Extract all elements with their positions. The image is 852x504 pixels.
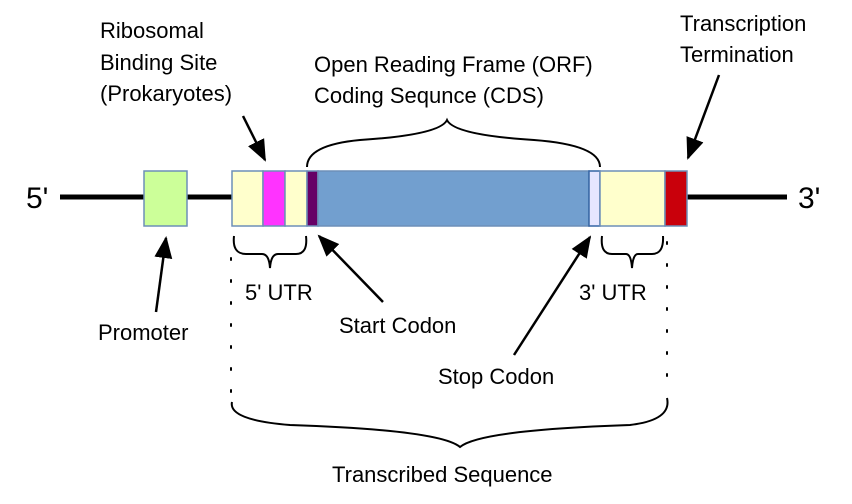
utr3-box xyxy=(599,170,666,227)
transcribed-label: Transcribed Sequence xyxy=(332,462,553,487)
utr3-brace xyxy=(600,235,665,269)
three-prime-label: 3' xyxy=(798,182,820,215)
stop-codon-label: Stop Codon xyxy=(438,364,554,389)
rbs-label-line2: Binding Site xyxy=(100,50,217,75)
transcribed-brace xyxy=(230,397,669,449)
orf-label-line1: Open Reading Frame (ORF) xyxy=(314,52,593,77)
utr5-box-a xyxy=(231,170,264,227)
rbs-box xyxy=(262,170,286,227)
orf-brace xyxy=(306,117,601,168)
start-codon-arrow xyxy=(317,234,384,303)
termination-arrow xyxy=(686,74,721,160)
cds-box xyxy=(317,170,590,227)
promoter-arrow xyxy=(154,236,173,313)
utr5-label: 5' UTR xyxy=(245,280,313,305)
termination-label-line1: Transcription xyxy=(680,11,806,36)
promoter-box xyxy=(143,170,188,227)
terminator-box xyxy=(664,170,688,227)
rbs-arrow xyxy=(241,115,267,162)
termination-label-line2: Termination xyxy=(680,42,794,67)
utr5-brace xyxy=(232,235,308,269)
utr3-label: 3' UTR xyxy=(579,280,647,305)
five-prime-label: 5' xyxy=(26,182,48,215)
start-codon-box xyxy=(306,170,319,227)
promoter-label: Promoter xyxy=(98,320,188,345)
stop-codon-arrow xyxy=(512,235,592,356)
rbs-label-line1: Ribosomal xyxy=(100,18,204,43)
stop-codon-box xyxy=(588,170,601,227)
utr5-box-b xyxy=(284,170,308,227)
start-codon-label: Start Codon xyxy=(339,313,456,338)
orf-label-line2: Coding Sequnce (CDS) xyxy=(314,83,544,108)
rbs-label-line3: (Prokaryotes) xyxy=(100,81,232,106)
